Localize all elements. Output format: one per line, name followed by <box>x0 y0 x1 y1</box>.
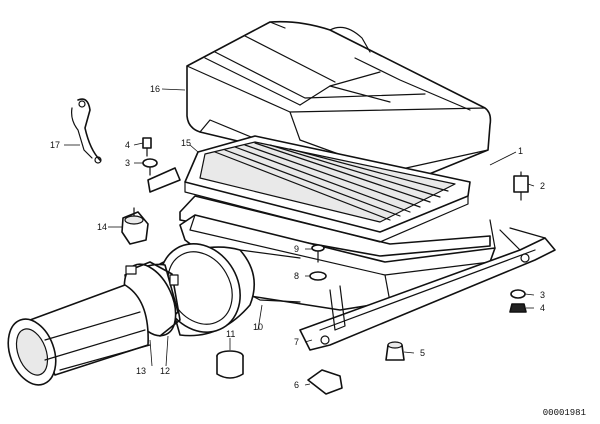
rubber-buffer-11-part <box>216 350 244 379</box>
callout-3-left: 3 <box>125 158 131 168</box>
callout-14: 14 <box>97 222 108 232</box>
clip-17-part <box>71 98 102 164</box>
leader-lines <box>64 88 535 386</box>
callout-9: 9 <box>294 244 300 254</box>
callout-11: 11 <box>226 329 236 339</box>
callout-16: 16 <box>150 84 161 94</box>
callout-8-upper: 8 <box>294 271 300 281</box>
intake-duct-part <box>7 243 256 386</box>
rubber-mount-14-part <box>121 207 149 245</box>
bracket-plate-left-part <box>147 167 181 193</box>
air-filter-element-part <box>184 135 471 243</box>
mount-2-part <box>513 171 529 201</box>
callout-8-lower: 6 <box>294 380 300 390</box>
washer-3-right-part <box>510 289 526 299</box>
callout-3-right: 3 <box>540 290 546 300</box>
mounting-bracket-part <box>299 227 556 351</box>
callout-4-right: 4 <box>540 303 546 313</box>
housing-cover-part <box>186 20 492 193</box>
grommet-5-part <box>385 341 405 361</box>
drawing-number: 00001981 <box>542 408 586 418</box>
bolt-9-part <box>311 244 325 263</box>
screw-4-left-part <box>142 137 152 157</box>
nut-4-right-part <box>509 303 527 313</box>
grommet-3-left-part <box>142 158 158 176</box>
callout-1: 1 <box>518 146 524 156</box>
callout-4-left: 4 <box>125 140 131 150</box>
callout-12: 12 <box>160 366 171 376</box>
washer-8-upper-part <box>309 271 327 281</box>
callout-5: 5 <box>420 348 426 358</box>
callout-10: 10 <box>253 322 264 332</box>
callout-13: 13 <box>136 366 147 376</box>
bracket-8-lower-part <box>307 369 343 395</box>
callout-15: 15 <box>181 138 192 148</box>
callout-7: 7 <box>294 337 300 347</box>
callout-17: 17 <box>50 140 61 150</box>
callout-2: 2 <box>540 181 546 191</box>
